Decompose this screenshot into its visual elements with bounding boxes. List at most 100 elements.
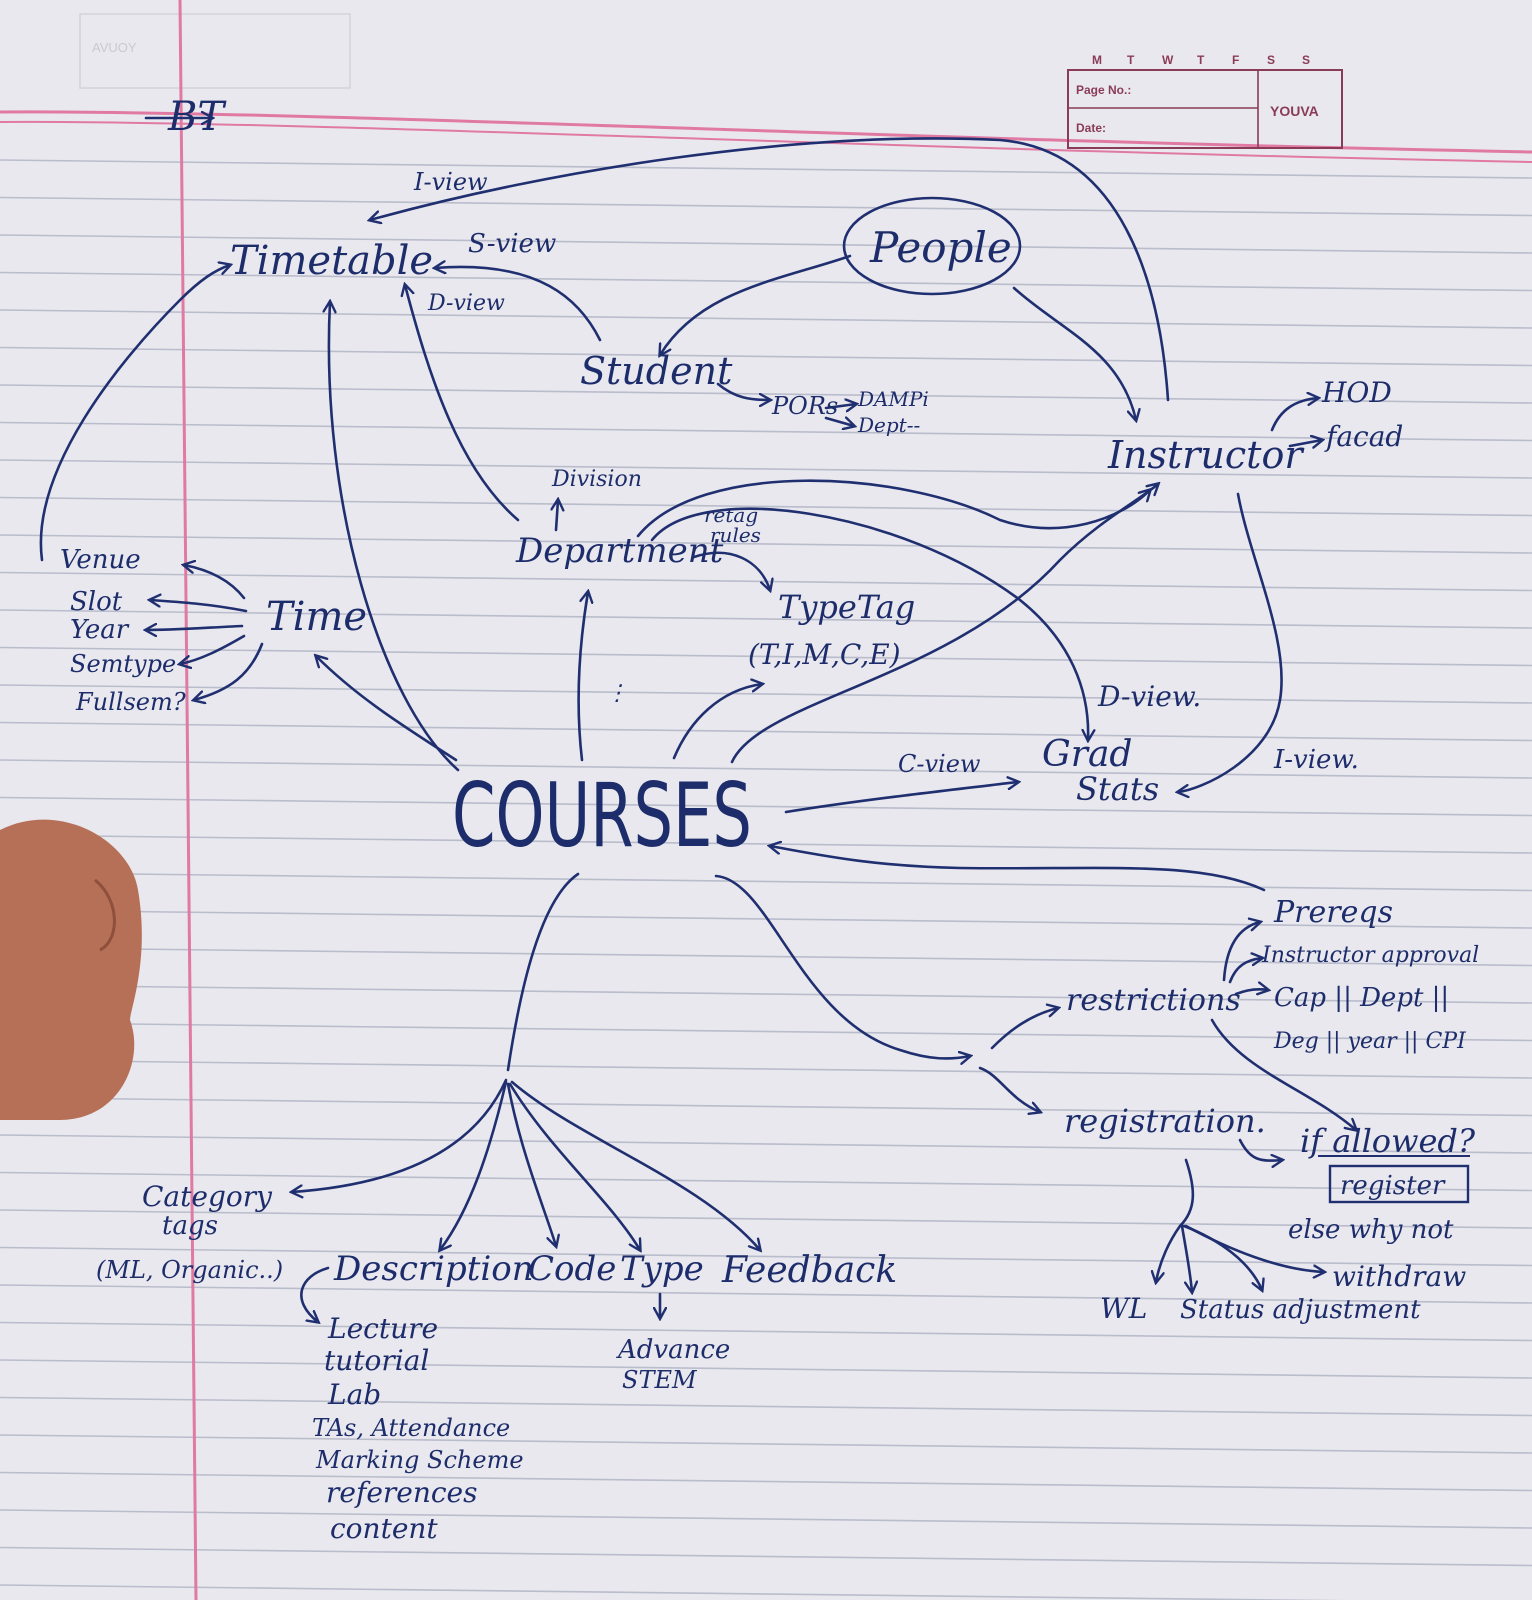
edge-instructor-timetable — [370, 137, 1170, 402]
facad-label: facad — [1324, 420, 1403, 453]
edge-student-timetable — [435, 267, 602, 342]
edge-trunk-code — [506, 1082, 556, 1246]
rules-label: rules — [710, 523, 761, 547]
edge-time-year — [146, 626, 244, 630]
edge-courses-junction — [714, 874, 970, 1058]
ruled-line — [0, 1171, 1532, 1192]
retag-label: retag — [704, 503, 758, 527]
edge-time-slot — [150, 600, 248, 613]
year-label: Year — [70, 615, 130, 645]
ruled-line — [0, 1434, 1532, 1454]
s-view-label: S-view — [468, 229, 556, 259]
top-margin-line — [0, 110, 1532, 154]
time-label: Time — [266, 594, 367, 640]
ruled-line — [0, 534, 1532, 554]
ruled-line — [0, 759, 1532, 779]
ruled-line — [0, 1546, 1532, 1567]
edge-time-semtype — [180, 634, 246, 664]
edge-pors-dampi — [824, 404, 856, 408]
ruled-line — [0, 346, 1532, 367]
category-label: Category — [142, 1180, 273, 1213]
ruled-line — [0, 1396, 1532, 1417]
edge-department-gradstats — [650, 507, 1088, 740]
withdraw-label: withdraw — [1332, 1260, 1466, 1293]
code-label: Code — [528, 1249, 616, 1289]
edge-people-student — [660, 254, 852, 355]
ruled-line — [0, 1509, 1532, 1529]
ruled-line — [0, 1584, 1345, 1600]
edge-restrictions-prereqs — [1222, 922, 1260, 982]
ruled-line — [0, 646, 1532, 667]
edge-junction-registration — [978, 1066, 1040, 1112]
d-view-top-label: D-view — [427, 291, 505, 316]
edge-split-status — [1180, 1224, 1192, 1292]
fullsem-label: Fullsem? — [75, 688, 186, 716]
people-label: People — [869, 223, 1012, 272]
feedback-label: Feedback — [721, 1250, 897, 1291]
registration-label: registration. — [1064, 1102, 1266, 1140]
ruled-line — [0, 159, 1532, 179]
division-label: Division — [551, 467, 642, 492]
edge-time-fullsem — [194, 642, 264, 700]
ruled-line — [0, 1209, 1532, 1229]
ruled-line — [0, 946, 1532, 967]
edge-courses-typetag — [672, 684, 762, 760]
typetag-values-label: (T,I,M,C,E) — [748, 638, 901, 671]
student-label: Student — [580, 349, 733, 393]
edge-trunk-category — [292, 1078, 508, 1192]
edge-trunk-feedback — [510, 1080, 760, 1250]
restrictions-label: restrictions — [1066, 983, 1241, 1018]
edge-venue-timetable — [39, 265, 230, 562]
timetable-label: Timetable — [230, 238, 433, 284]
type-label: Type — [620, 1249, 704, 1289]
ruled-line — [0, 1471, 1532, 1492]
restriction-approval-label: Instructor approval — [1261, 943, 1479, 968]
department-label: Department — [515, 531, 724, 571]
category-examples-label: (ML, Organic..) — [96, 1256, 283, 1284]
edge-registration-split — [1178, 1158, 1195, 1228]
edge-people-instructor — [1012, 286, 1136, 420]
edge-junction-restrictions — [990, 1008, 1058, 1050]
ghost-brand: AVUOY — [92, 40, 137, 55]
weekday-letter: S — [1302, 53, 1310, 67]
ruled-line — [0, 234, 1532, 254]
edge-restrictions-cap — [1234, 989, 1268, 994]
date-label: Date: — [1076, 121, 1106, 135]
ruled-line — [0, 1059, 1532, 1079]
ruled-line — [0, 1246, 1532, 1267]
ghost-box — [79, 13, 351, 89]
ruled-line — [0, 421, 1532, 442]
register-box — [1328, 1164, 1470, 1204]
ruled-line — [0, 1134, 1532, 1154]
references-label: references — [326, 1476, 478, 1509]
instructor-label: Instructor — [1107, 433, 1305, 477]
edge-department-timetable — [405, 285, 520, 522]
slot-label: Slot — [70, 587, 123, 617]
dept-label: Dept-- — [857, 413, 920, 437]
edge-registration-ifallowed — [1238, 1138, 1282, 1161]
weekday-letter: T — [1197, 53, 1205, 67]
stats-label: Stats — [1076, 770, 1159, 808]
edge-restrictions-ifallowed — [1210, 1018, 1356, 1130]
weekday-letter: M — [1092, 53, 1102, 67]
tags-label: tags — [162, 1211, 218, 1241]
page-no-label: Page No.: — [1076, 83, 1131, 97]
thumb-photo-artifact — [0, 819, 142, 1120]
ruled-line — [0, 871, 1532, 892]
edge-description-lecture — [300, 1266, 330, 1322]
marking-scheme-label: Marking Scheme — [315, 1446, 524, 1474]
tas-label: TAs, Attendance — [312, 1414, 510, 1442]
edge-instructor-facad — [1288, 440, 1322, 446]
edge-courses-instructor — [730, 484, 1158, 764]
scribble-mark: ⋮ — [606, 681, 628, 706]
ruled-line — [0, 984, 1532, 1004]
edge-instructor-gradstats — [1178, 492, 1283, 792]
semtype-label: Semtype — [70, 650, 176, 678]
ruled-line — [0, 1284, 1532, 1304]
edge-instructor-hod — [1270, 398, 1318, 432]
edge-restrictions-approval — [1228, 958, 1262, 984]
pors-label: PORs — [771, 392, 838, 420]
else-why-not-label: else why not — [1288, 1215, 1454, 1245]
hod-label: HOD — [1321, 376, 1392, 409]
typetag-label: TypeTag — [778, 588, 915, 626]
